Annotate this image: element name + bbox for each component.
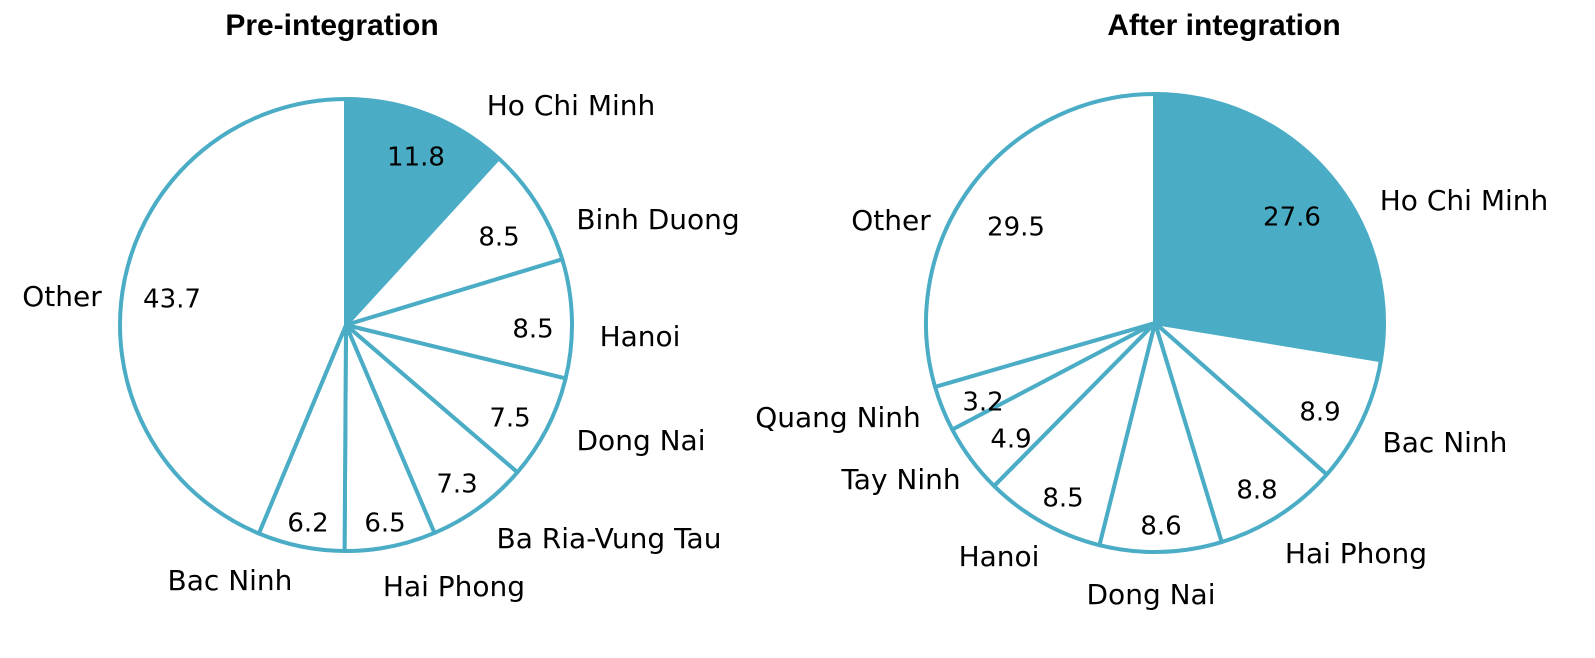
pie-slice-ho-chi-minh [344,97,501,327]
data-label-binh-duong: 8.5 [478,223,519,253]
slice-label-hanoi: Hanoi [600,320,681,353]
pie-slice-other [924,92,1157,389]
pie-slice-bac-ninh [1153,321,1383,477]
pie-slice-other [118,97,348,536]
data-label-ho-chi-minh: 11.8 [387,143,445,173]
data-label-dong-nai: 8.6 [1140,512,1181,542]
slice-label-other: Other [851,204,931,237]
slice-label-hanoi: Hanoi [959,540,1040,573]
data-label-tay-ninh: 4.9 [990,425,1031,455]
pie-slice-dong-nai [344,323,568,475]
data-label-quang-ninh: 3.2 [962,388,1003,418]
slice-label-ba-ria-vung-tau: Ba Ria-Vung Tau [497,522,722,555]
slice-label-dong-nai: Dong Nai [577,424,706,457]
data-label-hai-phong: 6.5 [364,509,405,539]
data-label-ba-ria-vung-tau: 7.3 [436,470,477,500]
slice-label-tay-ninh: Tay Ninh [840,463,960,496]
data-label-hai-phong: 8.8 [1236,476,1277,506]
pie-slice-ba-ria-vung-tau [344,323,520,535]
slice-label-quang-ninh: Quang Ninh [755,401,921,434]
slice-label-hai-phong: Hai Phong [1285,537,1427,570]
data-label-other: 43.7 [143,285,201,315]
pie-slice-hai-phong [1153,321,1329,545]
pie-slice-hanoi [992,321,1157,548]
pie-slice-hanoi [344,257,574,381]
pie-slice-binh-duong [344,156,565,327]
data-label-bac-ninh: 6.2 [287,509,328,539]
slice-label-dong-nai: Dong Nai [1087,578,1216,611]
data-label-bac-ninh: 8.9 [1299,398,1340,428]
data-label-dong-nai: 7.5 [489,404,530,434]
chart-title: After integration [1107,9,1340,42]
slice-label-ho-chi-minh: Ho Chi Minh [487,89,656,122]
data-label-other: 29.5 [987,213,1045,243]
slice-label-hai-phong: Hai Phong [383,570,525,603]
slice-label-bac-ninh: Bac Ninh [168,564,293,597]
data-label-hanoi: 8.5 [1042,484,1083,514]
data-label-hanoi: 8.5 [512,315,553,345]
slice-label-binh-duong: Binh Duong [576,203,739,236]
chart-title: Pre-integration [225,9,438,42]
slice-label-bac-ninh: Bac Ninh [1383,426,1508,459]
slice-label-ho-chi-minh: Ho Chi Minh [1380,184,1549,217]
data-label-ho-chi-minh: 27.6 [1263,203,1321,233]
pie-slice-ho-chi-minh [1153,92,1386,363]
pie-slice-dong-nai [1097,321,1224,554]
slice-label-other: Other [22,280,102,313]
